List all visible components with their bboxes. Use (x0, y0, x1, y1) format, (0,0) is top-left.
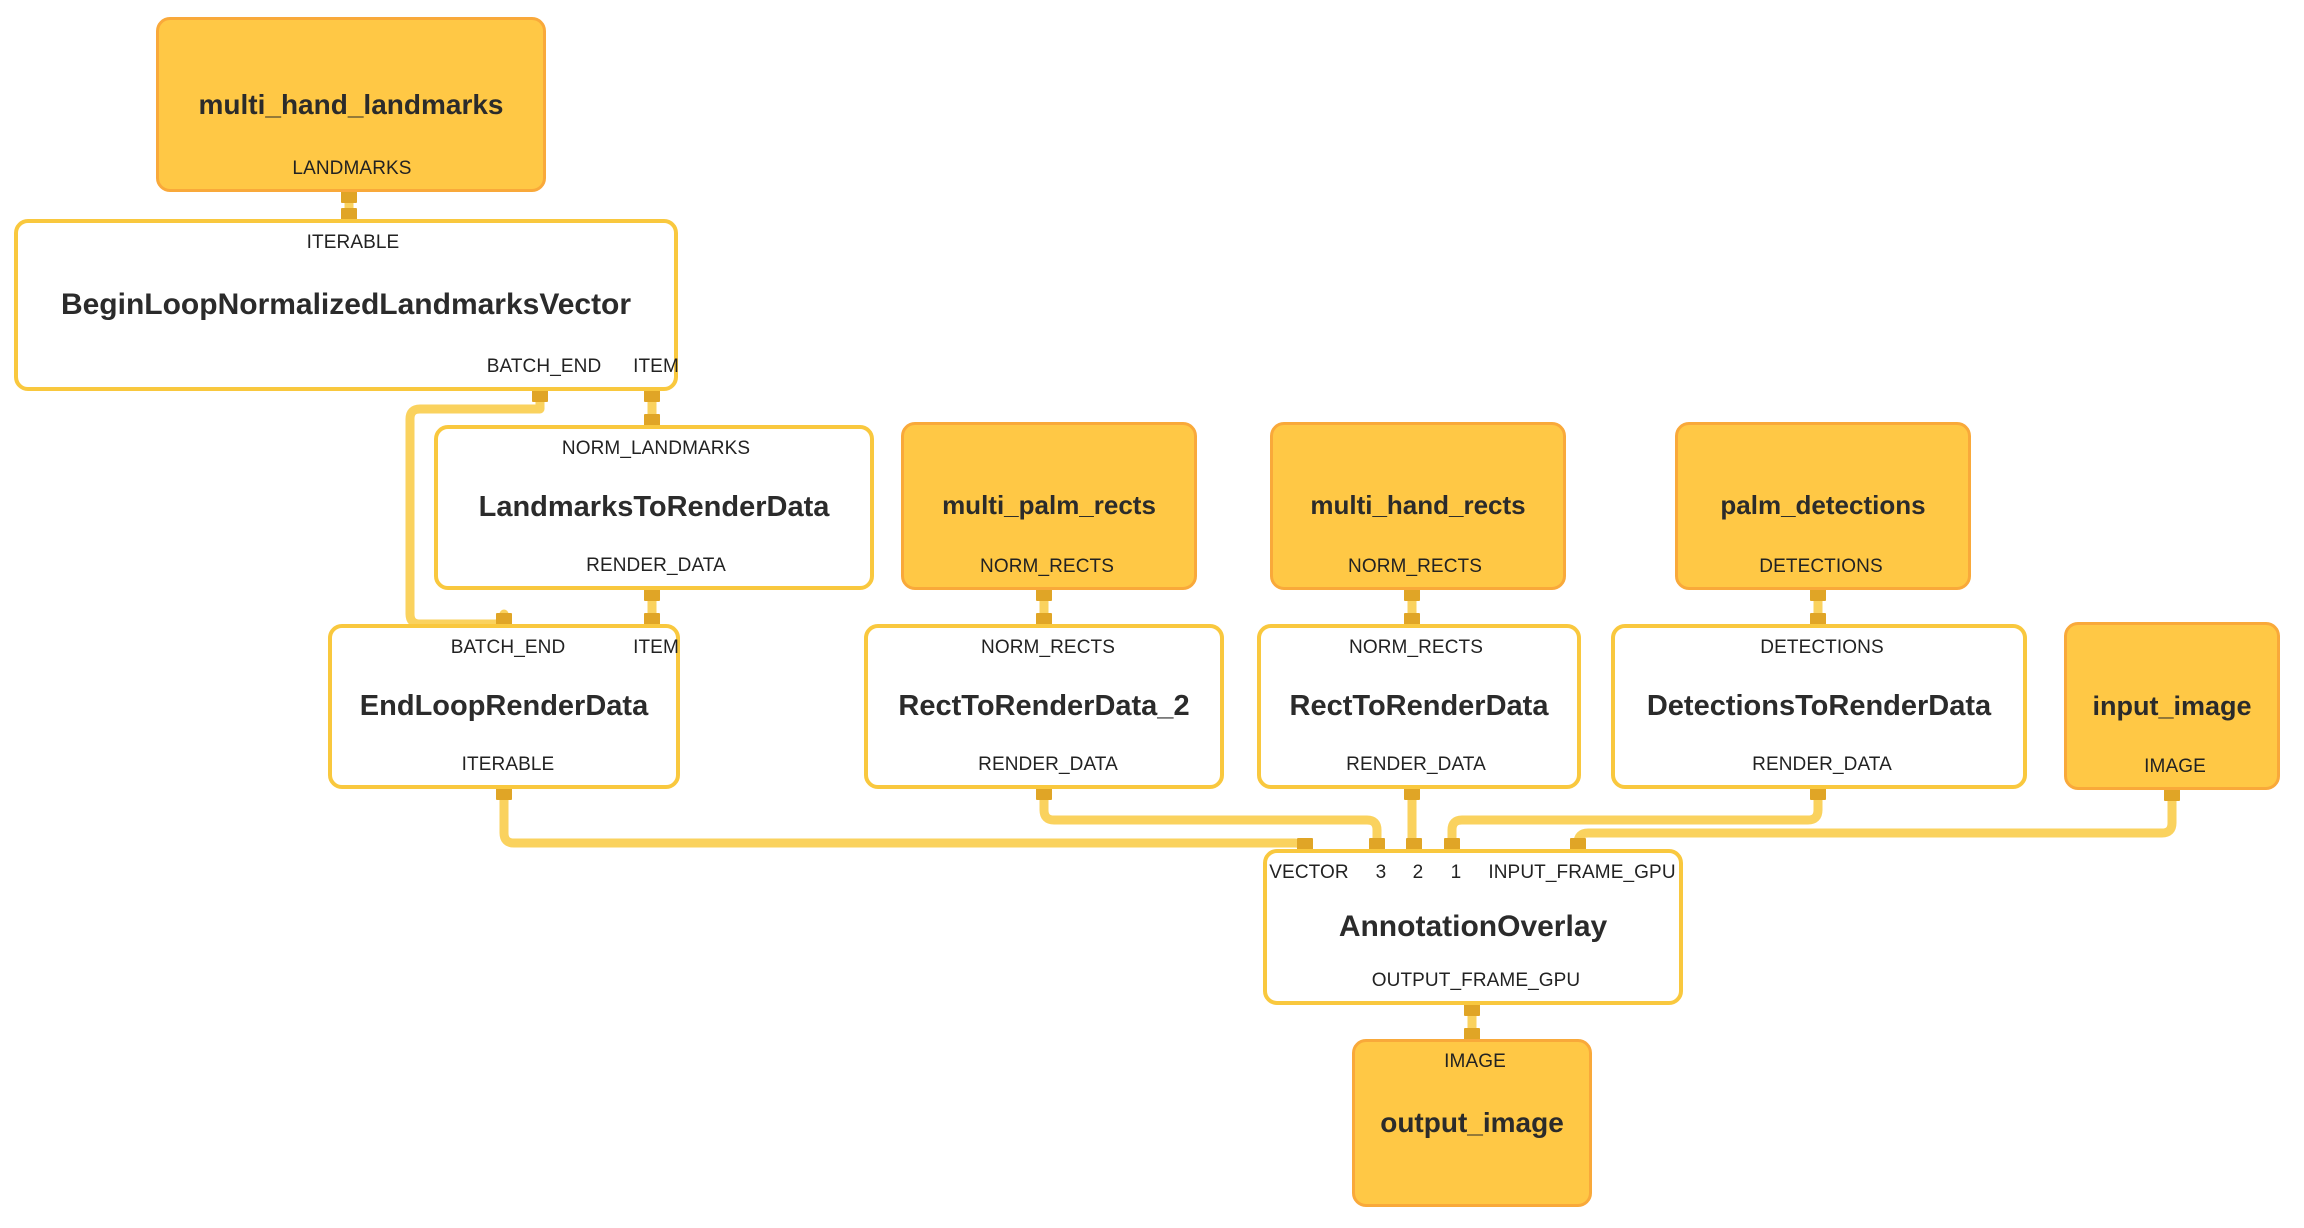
node-title: LandmarksToRenderData (478, 491, 830, 524)
output-port-label-NORM_RECTS: NORM_RECTS (1347, 556, 1483, 577)
node-title: multi_hand_landmarks (198, 88, 504, 120)
input-port-label-NORM_RECTS: NORM_RECTS (980, 637, 1116, 658)
input-port-label-VECTOR: VECTOR (1269, 862, 1349, 883)
input-port-label-NORM_LANDMARKS: NORM_LANDMARKS (561, 438, 751, 459)
output-port-label-LANDMARKS: LANDMARKS (292, 158, 412, 179)
graph-node-RectToRenderData[interactable]: RectToRenderData NORM_RECTS RENDER_DATA (1257, 624, 1581, 789)
graph-node-EndLoopRenderData[interactable]: EndLoopRenderData BATCH_END ITEM ITERABLE (328, 624, 680, 789)
node-title: input_image (2092, 690, 2252, 721)
node-title: EndLoopRenderData (359, 690, 649, 723)
output-port-label-ITERABLE: ITERABLE (461, 754, 555, 775)
output-port-label-RENDER_DATA: RENDER_DATA (978, 754, 1118, 775)
output-port-label-DETECTIONS: DETECTIONS (1759, 556, 1883, 577)
graph-node-RectToRenderData_2[interactable]: RectToRenderData_2 NORM_RECTS RENDER_DATA (864, 624, 1224, 789)
output-port-label-BATCH_END: BATCH_END (486, 356, 602, 377)
input-port-label-BATCH_END: BATCH_END (450, 637, 566, 658)
input-port-label-2: 2 (1412, 862, 1424, 883)
graph-node-BeginLoopNormalizedLandmarksVector[interactable]: BeginLoopNormalizedLandmarksVector ITERAB… (14, 219, 679, 391)
input-port-label-ITEM: ITEM (633, 637, 679, 658)
input-port-label-DETECTIONS: DETECTIONS (1760, 637, 1884, 658)
input-port-label-NORM_RECTS: NORM_RECTS (1348, 637, 1484, 658)
node-title: palm_detections (1720, 490, 1926, 521)
input-port-label-ITERABLE: ITERABLE (306, 232, 400, 253)
input-port-label-IMAGE: IMAGE (1444, 1051, 1506, 1072)
graph-node-DetectionsToRenderData[interactable]: DetectionsToRenderData DETECTIONS RENDER_D… (1611, 624, 2027, 789)
output-port-label-RENDER_DATA: RENDER_DATA (1752, 754, 1892, 775)
output-port-label-RENDER_DATA: RENDER_DATA (586, 555, 726, 576)
node-title: BeginLoopNormalizedLandmarksVector (60, 288, 632, 322)
node-title: DetectionsToRenderData (1646, 690, 1992, 723)
output-port-label-RENDER_DATA: RENDER_DATA (1346, 754, 1486, 775)
graph-node-AnnotationOverlay[interactable]: AnnotationOverlay VECTOR 3 2 1 INPUT_FRAME_GP… (1263, 849, 1683, 1005)
output-port-label-IMAGE: IMAGE (2144, 756, 2206, 777)
input-port-label-1: 1 (1450, 862, 1462, 883)
graph-node-LandmarksToRenderData[interactable]: LandmarksToRenderData NORM_LANDMARKS RENDE… (434, 425, 874, 590)
node-title: RectToRenderData_2 (898, 690, 1190, 723)
output-port-label-OUTPUT_FRAME_GPU: OUTPUT_FRAME_GPU (1371, 970, 1581, 991)
graph-node-output_image[interactable]: output_image IMAGE (1352, 1039, 1592, 1207)
node-title: RectToRenderData (1289, 690, 1549, 723)
input-port-label-3: 3 (1375, 862, 1387, 883)
input-port-label-INPUT_FRAME_GPU: INPUT_FRAME_GPU (1488, 862, 1676, 883)
output-port-label-ITEM: ITEM (633, 356, 679, 377)
node-title: multi_hand_rects (1310, 490, 1526, 521)
node-title: AnnotationOverlay (1338, 910, 1608, 944)
node-title: output_image (1380, 1107, 1564, 1139)
node-title: multi_palm_rects (942, 490, 1156, 521)
output-port-label-NORM_RECTS: NORM_RECTS (979, 556, 1115, 577)
